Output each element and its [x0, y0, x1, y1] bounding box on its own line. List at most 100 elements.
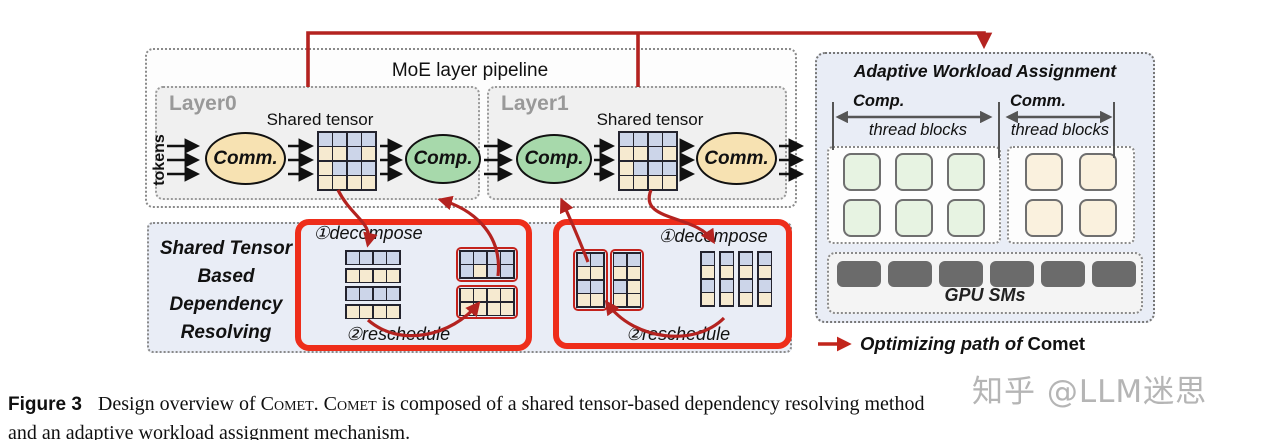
tensor-cell	[501, 289, 513, 301]
dep-title-line3: Dependency	[169, 294, 283, 315]
decompose-label-2: ①decompose	[658, 226, 768, 246]
tensor-cell	[333, 161, 346, 175]
tensor-cell	[577, 253, 590, 266]
tensor-cell	[701, 293, 714, 305]
tensor-cell	[701, 266, 714, 278]
layer1-label: Layer1	[501, 92, 569, 115]
tensor-cell	[360, 305, 372, 318]
comp-thread-block	[947, 153, 985, 191]
tensor-cell	[720, 279, 733, 292]
tensor-cell	[577, 294, 590, 306]
tensor-cell	[501, 302, 513, 315]
tensor-cell	[333, 176, 346, 189]
tensor-cell	[373, 287, 386, 300]
column-strip	[719, 251, 734, 307]
column-strip	[757, 251, 772, 307]
tensor-cell	[333, 132, 346, 146]
tensor-cell	[619, 132, 633, 146]
figure-number: Figure 3	[8, 394, 82, 415]
comp-thread-block	[843, 153, 881, 191]
tensor-cell	[460, 289, 473, 301]
column-strip	[738, 251, 753, 307]
tensor-cell	[487, 289, 500, 301]
layer0-shared-tensor-label: Shared tensor	[266, 110, 374, 129]
gpu-sm-block	[1091, 261, 1136, 287]
tensor-cell	[460, 251, 473, 264]
column-strips-tensor	[700, 251, 772, 307]
gpu-sm-block	[1040, 261, 1085, 287]
tensor-cell	[758, 266, 771, 278]
tensor-cell	[627, 294, 640, 306]
layer1-comm-ellipse: Comm.	[696, 132, 777, 185]
tensor-cell	[739, 293, 752, 305]
gpu-sm-block	[836, 261, 881, 287]
column-group	[609, 249, 644, 311]
tensor-cell	[614, 267, 626, 279]
tensor-cell	[634, 176, 647, 189]
tensor-cell	[487, 302, 500, 315]
tensor-cell	[720, 252, 733, 265]
tensor-cell	[387, 305, 399, 318]
tensor-cell	[347, 176, 361, 189]
row-group	[456, 247, 518, 282]
tensor-cell	[460, 265, 473, 277]
group-grid	[459, 287, 515, 316]
tensor-cell	[362, 132, 375, 146]
tensor-cell	[362, 176, 375, 189]
tensor-cell	[501, 251, 513, 264]
tensor-cell	[648, 176, 662, 189]
row-strip	[345, 304, 401, 319]
row-group	[456, 284, 518, 319]
tensor-cell	[627, 253, 640, 266]
tensor-cell	[739, 252, 752, 265]
layer0-shared-tensor-grid	[317, 131, 377, 191]
row-strip	[345, 268, 401, 283]
tensor-cell	[619, 176, 633, 189]
layer1-shared-tensor-grid	[618, 131, 678, 191]
comm-thread-block	[1079, 153, 1117, 191]
gpu-sm-row	[835, 261, 1137, 287]
comp-thread-block	[895, 153, 933, 191]
tensor-cell	[614, 253, 626, 266]
tensor-cell	[318, 161, 332, 175]
group-grid	[459, 250, 515, 279]
tensor-cell	[591, 253, 603, 266]
comm-thread-block	[1025, 153, 1063, 191]
tensor-cell	[619, 147, 633, 160]
tensor-cell	[360, 269, 372, 282]
tensor-cell	[387, 251, 399, 264]
dep-title-line1: Shared Tensor	[159, 238, 293, 259]
layer1-shared-tensor-label: Shared tensor	[596, 110, 704, 129]
watermark: 知乎 @LLM迷思	[972, 374, 1208, 410]
tensor-cell	[614, 294, 626, 306]
caption-comet: Comet	[260, 393, 314, 415]
tensor-cell	[758, 279, 771, 292]
tensor-cell	[701, 252, 714, 265]
tensor-cell	[627, 280, 640, 293]
row-strip	[345, 286, 401, 301]
comp-thread-blocks-box	[827, 146, 1001, 244]
tensor-cell	[387, 287, 399, 300]
tensor-cell	[318, 147, 332, 160]
comm-threads-label: Comm.	[1010, 92, 1066, 110]
tensor-cell	[758, 252, 771, 265]
comm-thread-block	[1079, 199, 1117, 237]
reschedule-label-1: ②reschedule	[345, 324, 451, 344]
tensor-cell	[347, 161, 361, 175]
dependency-panel-title: Shared Tensor Based Dependency Resolving	[150, 235, 302, 347]
tensor-cell	[460, 302, 473, 315]
gpu-sm-block	[989, 261, 1034, 287]
caption-text: is composed of a shared tensor-based dep…	[376, 393, 925, 415]
column-strip	[700, 251, 715, 307]
tensor-cell	[663, 176, 676, 189]
tensor-cell	[346, 269, 359, 282]
tensor-cell	[474, 251, 486, 264]
tensor-cell	[627, 267, 640, 279]
caption-text: .	[313, 393, 324, 415]
legend-prefix: Optimizing path of	[860, 333, 1028, 354]
dep-title-line2: Based	[197, 266, 255, 287]
tensor-cell	[318, 176, 332, 189]
tensor-cell	[591, 267, 603, 279]
